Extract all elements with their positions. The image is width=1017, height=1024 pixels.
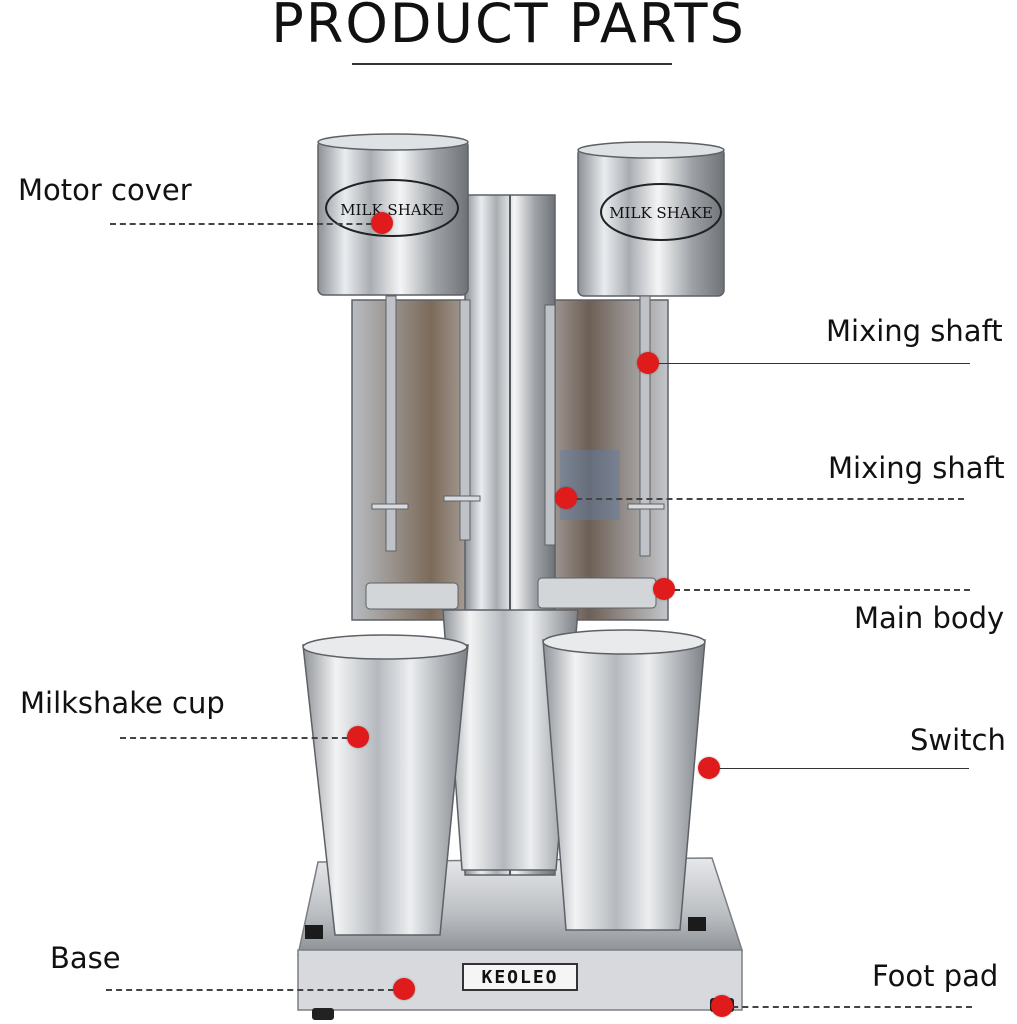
switch-shapes <box>365 577 657 610</box>
callout-dot-mixing-shaft-2 <box>555 487 577 509</box>
callout-dot-base <box>393 978 415 1000</box>
right-motor-label: MILK SHAKE <box>609 204 713 222</box>
mixing-shaft-shapes <box>371 295 665 557</box>
motor-cover-shape-left: MILK SHAKE <box>317 133 469 296</box>
motor-cover-shape-right: MILK SHAKE <box>577 141 725 297</box>
leader-milkshake-cup <box>120 737 358 739</box>
label-mixing-shaft-1: Mixing shaft <box>826 314 1003 348</box>
leader-motor-cover <box>110 223 382 225</box>
foot-pad-shape-left <box>312 1008 334 1020</box>
label-main-body: Main body <box>854 601 1005 635</box>
label-base: Base <box>50 941 121 975</box>
leader-base <box>106 989 404 991</box>
leader-main-body <box>664 589 970 591</box>
callout-dot-foot-pad <box>711 995 733 1017</box>
leader-switch <box>709 768 969 769</box>
leader-mixing-shaft-2 <box>566 498 964 500</box>
callout-dot-main-body <box>653 578 675 600</box>
callout-dot-switch <box>698 757 720 779</box>
leader-foot-pad <box>722 1006 972 1008</box>
label-mixing-shaft-2: Mixing shaft <box>828 451 1005 485</box>
callout-dot-mixing-shaft-1 <box>637 352 659 374</box>
label-motor-cover: Motor cover <box>18 173 192 207</box>
callout-dot-milkshake-cup <box>347 726 369 748</box>
milkshake-cup-shapes <box>302 609 706 936</box>
left-motor-label: MILK SHAKE <box>340 201 444 219</box>
leader-mixing-shaft-1 <box>648 363 970 364</box>
label-switch: Switch <box>910 723 1006 757</box>
label-milkshake-cup: Milkshake cup <box>20 686 225 720</box>
brand-plate: KEOLEO <box>481 967 559 988</box>
label-foot-pad: Foot pad <box>872 959 999 993</box>
callout-dot-motor-cover <box>371 212 393 234</box>
page-title: PRODUCT PARTS <box>271 0 746 55</box>
title-underline <box>352 63 672 65</box>
